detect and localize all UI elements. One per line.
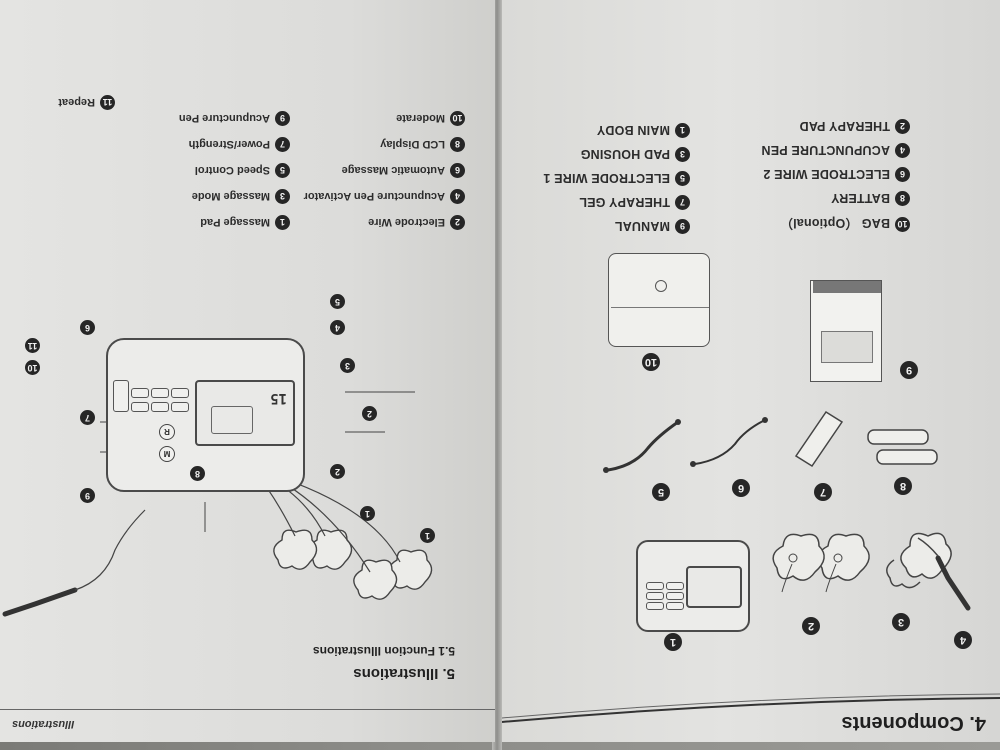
illustrations-title: 5. Illustrations [353, 665, 455, 682]
callout-2: 2 [797, 617, 820, 636]
callout-9: 9 [895, 361, 918, 380]
callout-5: 5 [647, 483, 670, 502]
diagram-callout-1: 1 [415, 528, 435, 546]
callout-7: 7 [809, 483, 832, 502]
mode-button[interactable] [131, 388, 149, 398]
mini-button [666, 602, 684, 610]
lcd-icon-area [211, 406, 253, 434]
callout-3: 3 [887, 613, 910, 632]
lcd-display: 15 [195, 380, 295, 446]
manual-picture [810, 280, 882, 382]
mode-button[interactable] [171, 402, 189, 412]
button-r[interactable]: R [159, 424, 175, 440]
diagram-callout-2: 2 [357, 406, 377, 424]
mini-button [666, 592, 684, 600]
callout-6: 6 [727, 479, 750, 498]
wiring-diagram [2, 391, 433, 617]
diagram-callout-2: 2 [325, 464, 345, 482]
page-components: 4. Components 4 3 2 1 [500, 0, 1000, 742]
header-rule [0, 709, 495, 710]
main-device-diagram: 15 M R [106, 338, 305, 492]
side-button[interactable] [113, 380, 129, 412]
decorative-curve [501, 693, 1000, 723]
therapy-pad-picture [772, 533, 870, 593]
diagram-callout-9: 9 [75, 488, 95, 506]
diagram-callout-1: 1 [355, 506, 375, 524]
electrode-wire-1-picture [603, 419, 681, 473]
mini-button [666, 582, 684, 590]
mode-button[interactable] [151, 388, 169, 398]
callout-1: 1 [659, 633, 682, 652]
bag-picture [608, 253, 710, 347]
mini-lcd [686, 566, 742, 608]
callout-10: 10 [637, 353, 660, 372]
diagram-callout-4: 4 [325, 320, 345, 338]
acupuncture-pen-picture [917, 537, 971, 611]
manual-band [813, 281, 881, 293]
diagram-callout-11: 11 [20, 338, 40, 356]
mode-button[interactable] [131, 402, 149, 412]
button-m[interactable]: M [159, 446, 175, 462]
mini-button [646, 602, 664, 610]
mode-button[interactable] [151, 402, 169, 412]
pad-housing-picture [886, 532, 952, 589]
callout-8: 8 [889, 477, 912, 496]
page-illustrations: Illustrations 5. Illustrations 5.1 Funct… [0, 0, 495, 742]
main-body-picture [636, 540, 750, 632]
diagram-callout-3: 3 [335, 358, 355, 376]
diagram-callout-6: 6 [75, 320, 95, 338]
manual-cover-image [821, 331, 873, 363]
mini-button [646, 592, 664, 600]
diagram-callout-10: 10 [20, 360, 40, 378]
therapy-gel-picture [794, 410, 844, 468]
function-illustrations-subtitle: 5.1 Function Illustrations [312, 644, 455, 658]
electrode-wire-2-picture [690, 417, 768, 467]
lcd-reading: 15 [270, 390, 287, 406]
callout-4: 4 [949, 631, 972, 650]
diagram-callout-8: 8 [185, 466, 205, 484]
mode-button[interactable] [171, 388, 189, 398]
diagram-callout-5: 5 [325, 294, 345, 312]
diagram-callout-7: 7 [75, 410, 95, 428]
mini-button [646, 582, 664, 590]
battery-picture [867, 429, 938, 465]
running-header: Illustrations [12, 718, 75, 730]
